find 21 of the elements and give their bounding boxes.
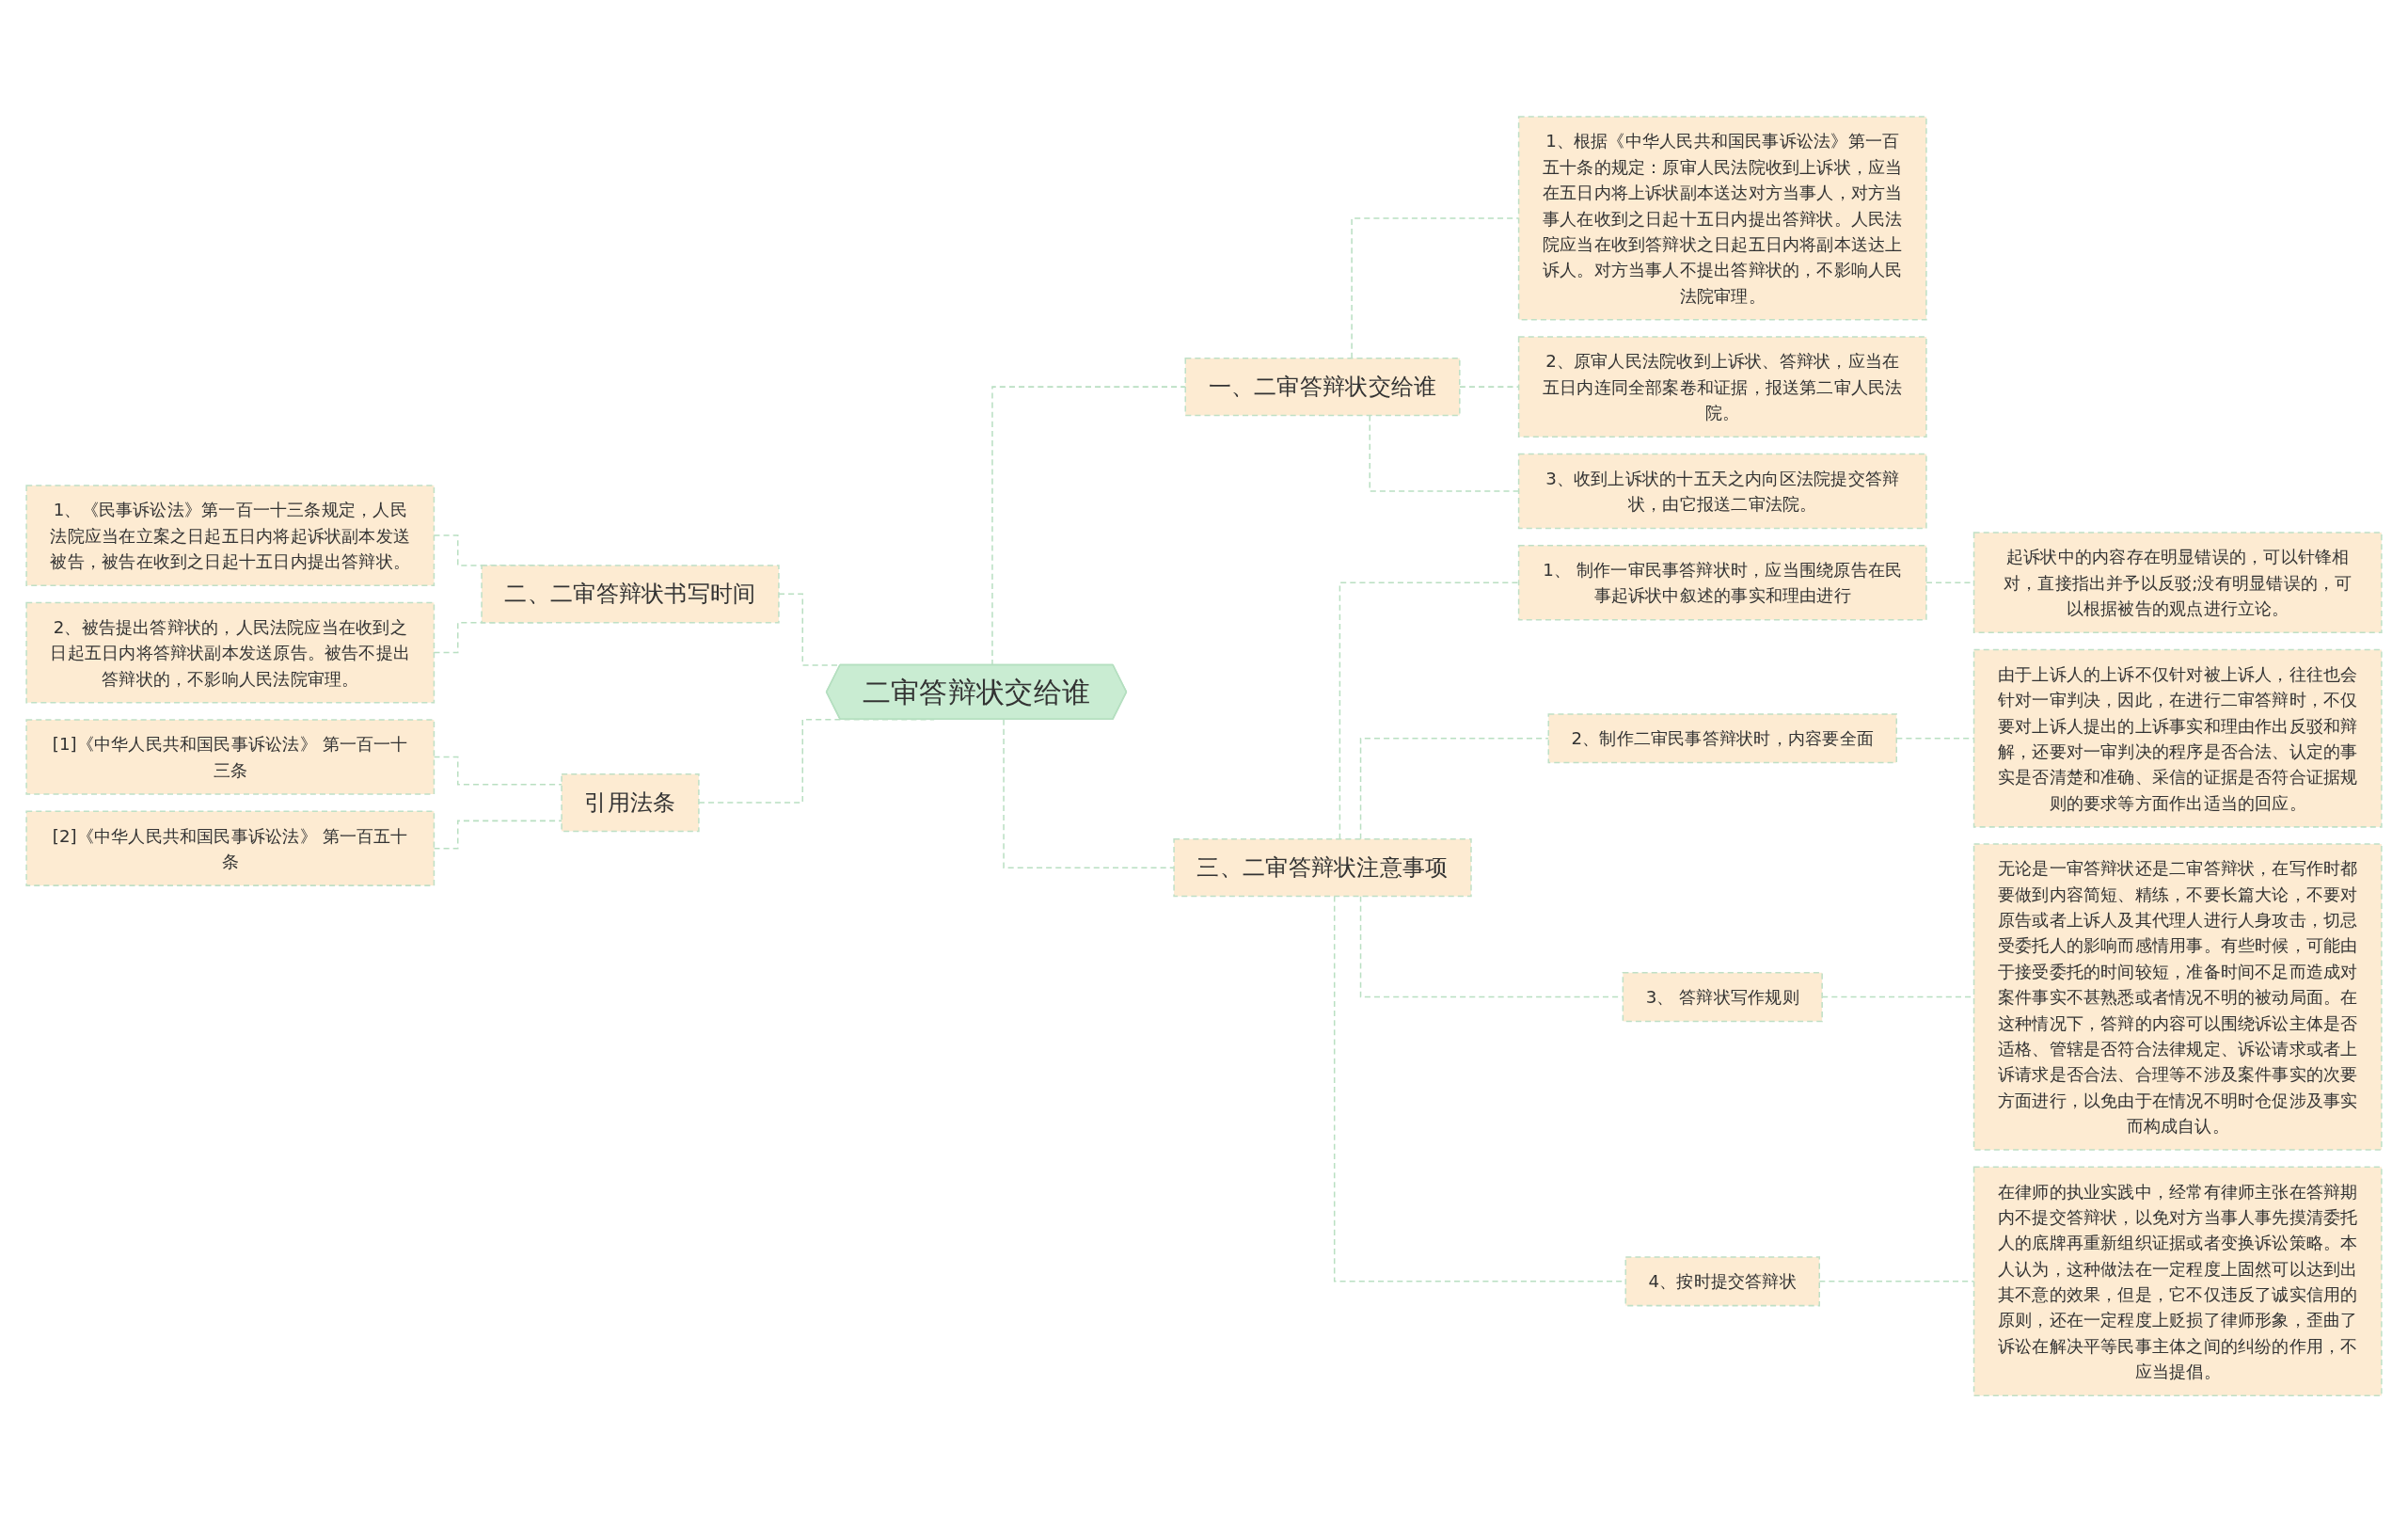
node-box: [1]《中华人民共和国民事诉讼法》 第一百一十三条	[25, 719, 436, 795]
node-box: 二、二审答辩状书写时间	[481, 565, 780, 624]
node-box: 由于上诉人的上诉不仅针对被上诉人，往往也会针对一审判决，因此，在进行二审答辩时，不仅要对上诉人提出的上诉事实和理由作出反驳和辩解，还要对一审判决的程序是否合法、认定的事实是否清楚和准确、采信的证据是否符合证据规则的要求等方面作出适当的回应。	[1972, 649, 2383, 828]
node-box: 2、被告提出答辩状的，人民法院应当在收到之日起五日内将答辩状副本发送原告。被告不提出答辩状的，不影响人民法院审理。	[25, 602, 436, 704]
node-box: 三、二审答辩状注意事项	[1173, 838, 1472, 898]
node-box: 一、二审答辩状交给谁	[1184, 358, 1461, 417]
node-box: 1、《民事诉讼法》第一百一十三条规定，人民法院应当在立案之日起五日内将起诉状副本发送被告，被告在收到之日起十五日内提出答辩状。	[25, 485, 436, 587]
connector	[1818, 1281, 1975, 1282]
node-box: 1、根据《中华人民共和国民事诉讼法》第一百五十条的规定：原审人民法院收到上诉状，应当在五日内将上诉状副本送达对方当事人，对方当事人在收到之日起十五日内提出答辩状。人民法院应当在收到答辩状之日起五日内将副本送达上诉人。对方当事人不提出答辩状的，不影响人民法院审理。	[1517, 116, 1927, 321]
node-box: 无论是一审答辩状还是二审答辩状，在写作时都要做到内容简短、精练，不要长篇大论，不要对原告或者上诉人及其代理人进行人身攻击，切忌受委托人的影响而感情用事。有些时候，可能由于接受委托的时间较短，准备时间不足而造成对案件事实不甚熟悉或者情况不明的被动局面。在这种情况下，答辩的内容可以围绕诉讼主体是否适格、管辖是否符合法律规定、诉讼请求或者上诉请求是否合法、合理等不涉及案件事实的次要方面进行，以免由于在情况不明时仓促涉及事实而构成自认。	[1972, 843, 2383, 1152]
node-box: 4、按时提交答辩状	[1624, 1256, 1820, 1307]
node-box: 在律师的执业实践中，经常有律师主张在答辩期内不提交答辩状，以免对方当事人事先摸清委托人的底牌再重新组织证据或者变换诉讼策略。本人认为，这种做法在一定程度上固然可以达到出其不意的效果，但是，它不仅违反了诚实信用的原则，还在一定程度上贬损了律师形象，歪曲了诉讼在解决平等民事主体之间的纠纷的作用，不应当提倡。	[1972, 1166, 2383, 1397]
connector	[1003, 719, 1175, 869]
node-box: 1、 制作一审民事答辩状时，应当围绕原告在民事起诉状中叙述的事实和理由进行	[1517, 545, 1927, 621]
node-box: [2]《中华人民共和国民事诉讼法》 第一百五十条	[25, 810, 436, 887]
node-box: 3、 答辩状写作规则	[1622, 972, 1823, 1023]
node-box: 2、制作二审民事答辩状时，内容要全面	[1547, 713, 1898, 764]
node-box: 引用法条	[561, 773, 700, 833]
node-box: 2、原审人民法院收到上诉状、答辩状，应当在五日内连同全部案卷和证据，报送第二审人民法院。	[1517, 336, 1927, 438]
node-box: 起诉状中的内容存在明显错误的，可以针锋相对，直接指出并予以反驳;没有明显错误的，可以根据被告的观点进行立论。	[1972, 532, 2383, 634]
node-box: 3、收到上诉状的十五天之内向区法院提交答辩状，由它报送二审法院。	[1517, 454, 1927, 530]
